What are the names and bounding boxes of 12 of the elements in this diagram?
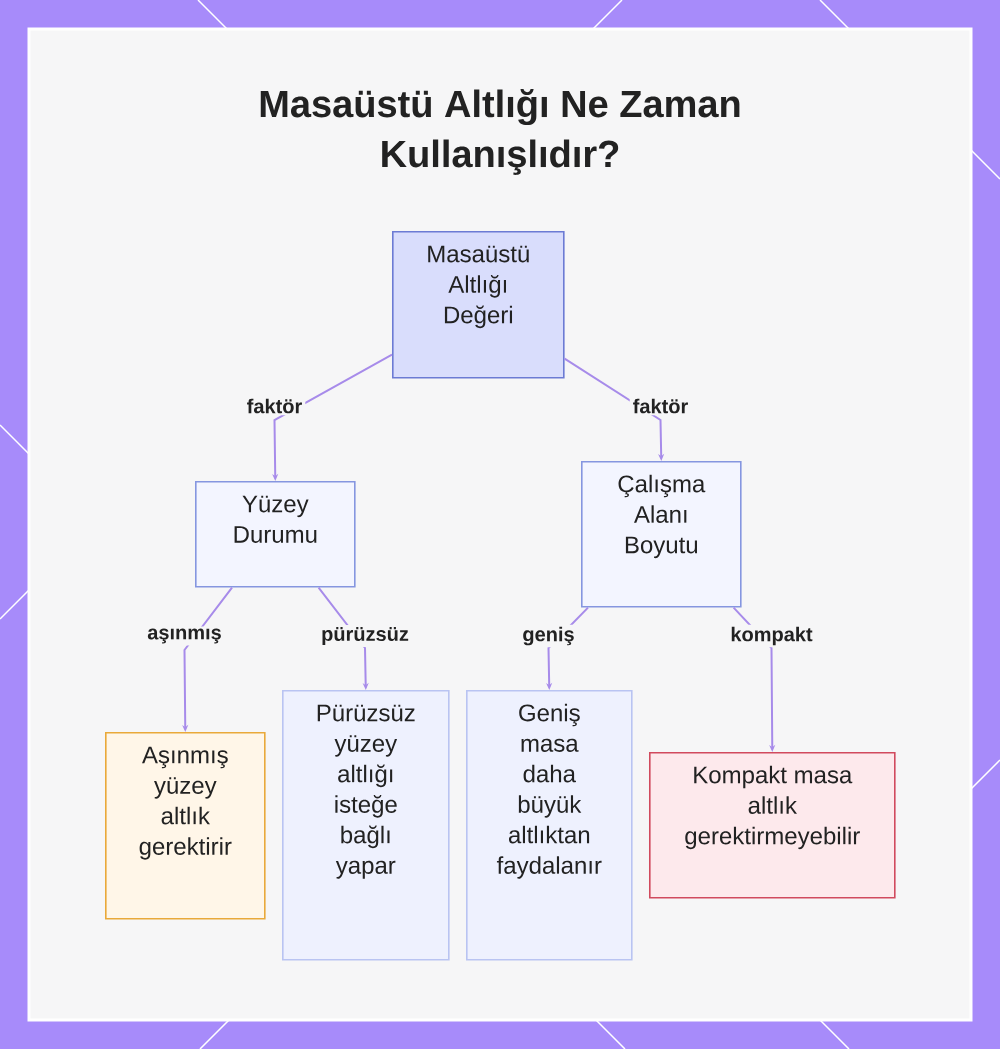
process-box: Aşınmış yüzey altlık gerektirir [105, 732, 266, 920]
process-box: Geniş masa daha büyük altlıktan faydalanır [466, 690, 633, 961]
edge-label: geniş [519, 624, 578, 648]
arrow [563, 357, 665, 461]
process-box: Masaüstü Altlığı Değeri [392, 231, 565, 379]
edge-label: pürüzsüz [318, 625, 412, 647]
process-box: Pürüzsüz yüzey altlığı isteğe bağlı yapar [282, 690, 450, 961]
title: Masaüstü Altlığı Ne Zaman Kullanışlıdır? [260, 89, 740, 175]
process-box: Kompakt masa altlık gerektirmeyebilir [649, 752, 896, 899]
process-box: Çalışma Alanı Boyutu [581, 461, 742, 608]
process-box: Yüzey Durumu [195, 481, 356, 588]
edge-label: kompakt [727, 624, 816, 648]
